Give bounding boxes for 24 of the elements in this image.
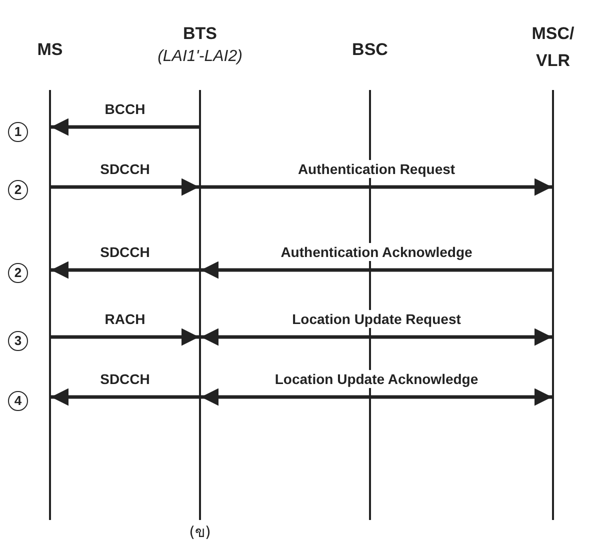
step-number: 2 — [8, 180, 28, 200]
message-arrow — [201, 178, 552, 196]
entity-name: MS — [36, 39, 64, 61]
message-arrow — [51, 118, 199, 136]
message-label: Location Update Request — [290, 310, 463, 328]
message-arrow — [201, 388, 552, 406]
message-arrow — [51, 328, 199, 346]
entity-name: MSC/ VLR — [530, 23, 576, 72]
message-arrow — [51, 388, 199, 406]
message-label: Authentication Acknowledge — [278, 243, 474, 261]
message-arrow — [201, 328, 552, 346]
step-number: 3 — [8, 331, 28, 351]
message-arrow — [201, 261, 552, 279]
entity-name: BSC — [351, 39, 389, 61]
message-arrow — [51, 178, 199, 196]
caption: (ข) — [189, 522, 211, 543]
step-number: 2 — [8, 263, 28, 283]
step-number: 4 — [8, 391, 28, 411]
entity-name: BTS — [182, 23, 218, 45]
message-label: Authentication Request — [296, 160, 458, 178]
location-area-label: (LAI1'-LAI2) — [156, 47, 244, 66]
step-number: 1 — [8, 122, 28, 142]
message-arrow — [51, 261, 199, 279]
message-label: Location Update Acknowledge — [272, 370, 480, 388]
